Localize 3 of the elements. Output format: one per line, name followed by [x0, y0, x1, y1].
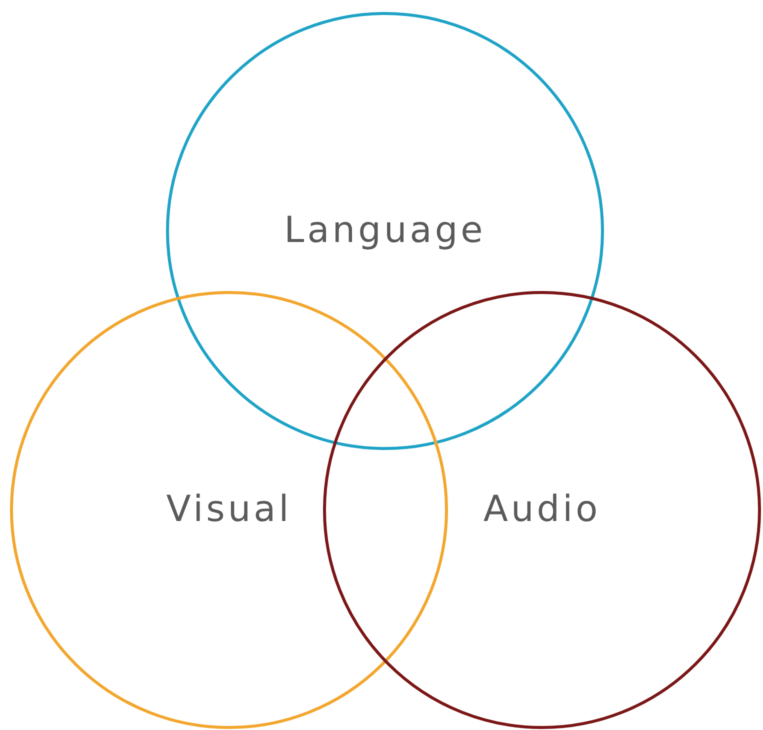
set-label: Language — [284, 213, 486, 249]
set-label: Audio — [483, 492, 601, 528]
set-label: Visual — [166, 492, 292, 528]
